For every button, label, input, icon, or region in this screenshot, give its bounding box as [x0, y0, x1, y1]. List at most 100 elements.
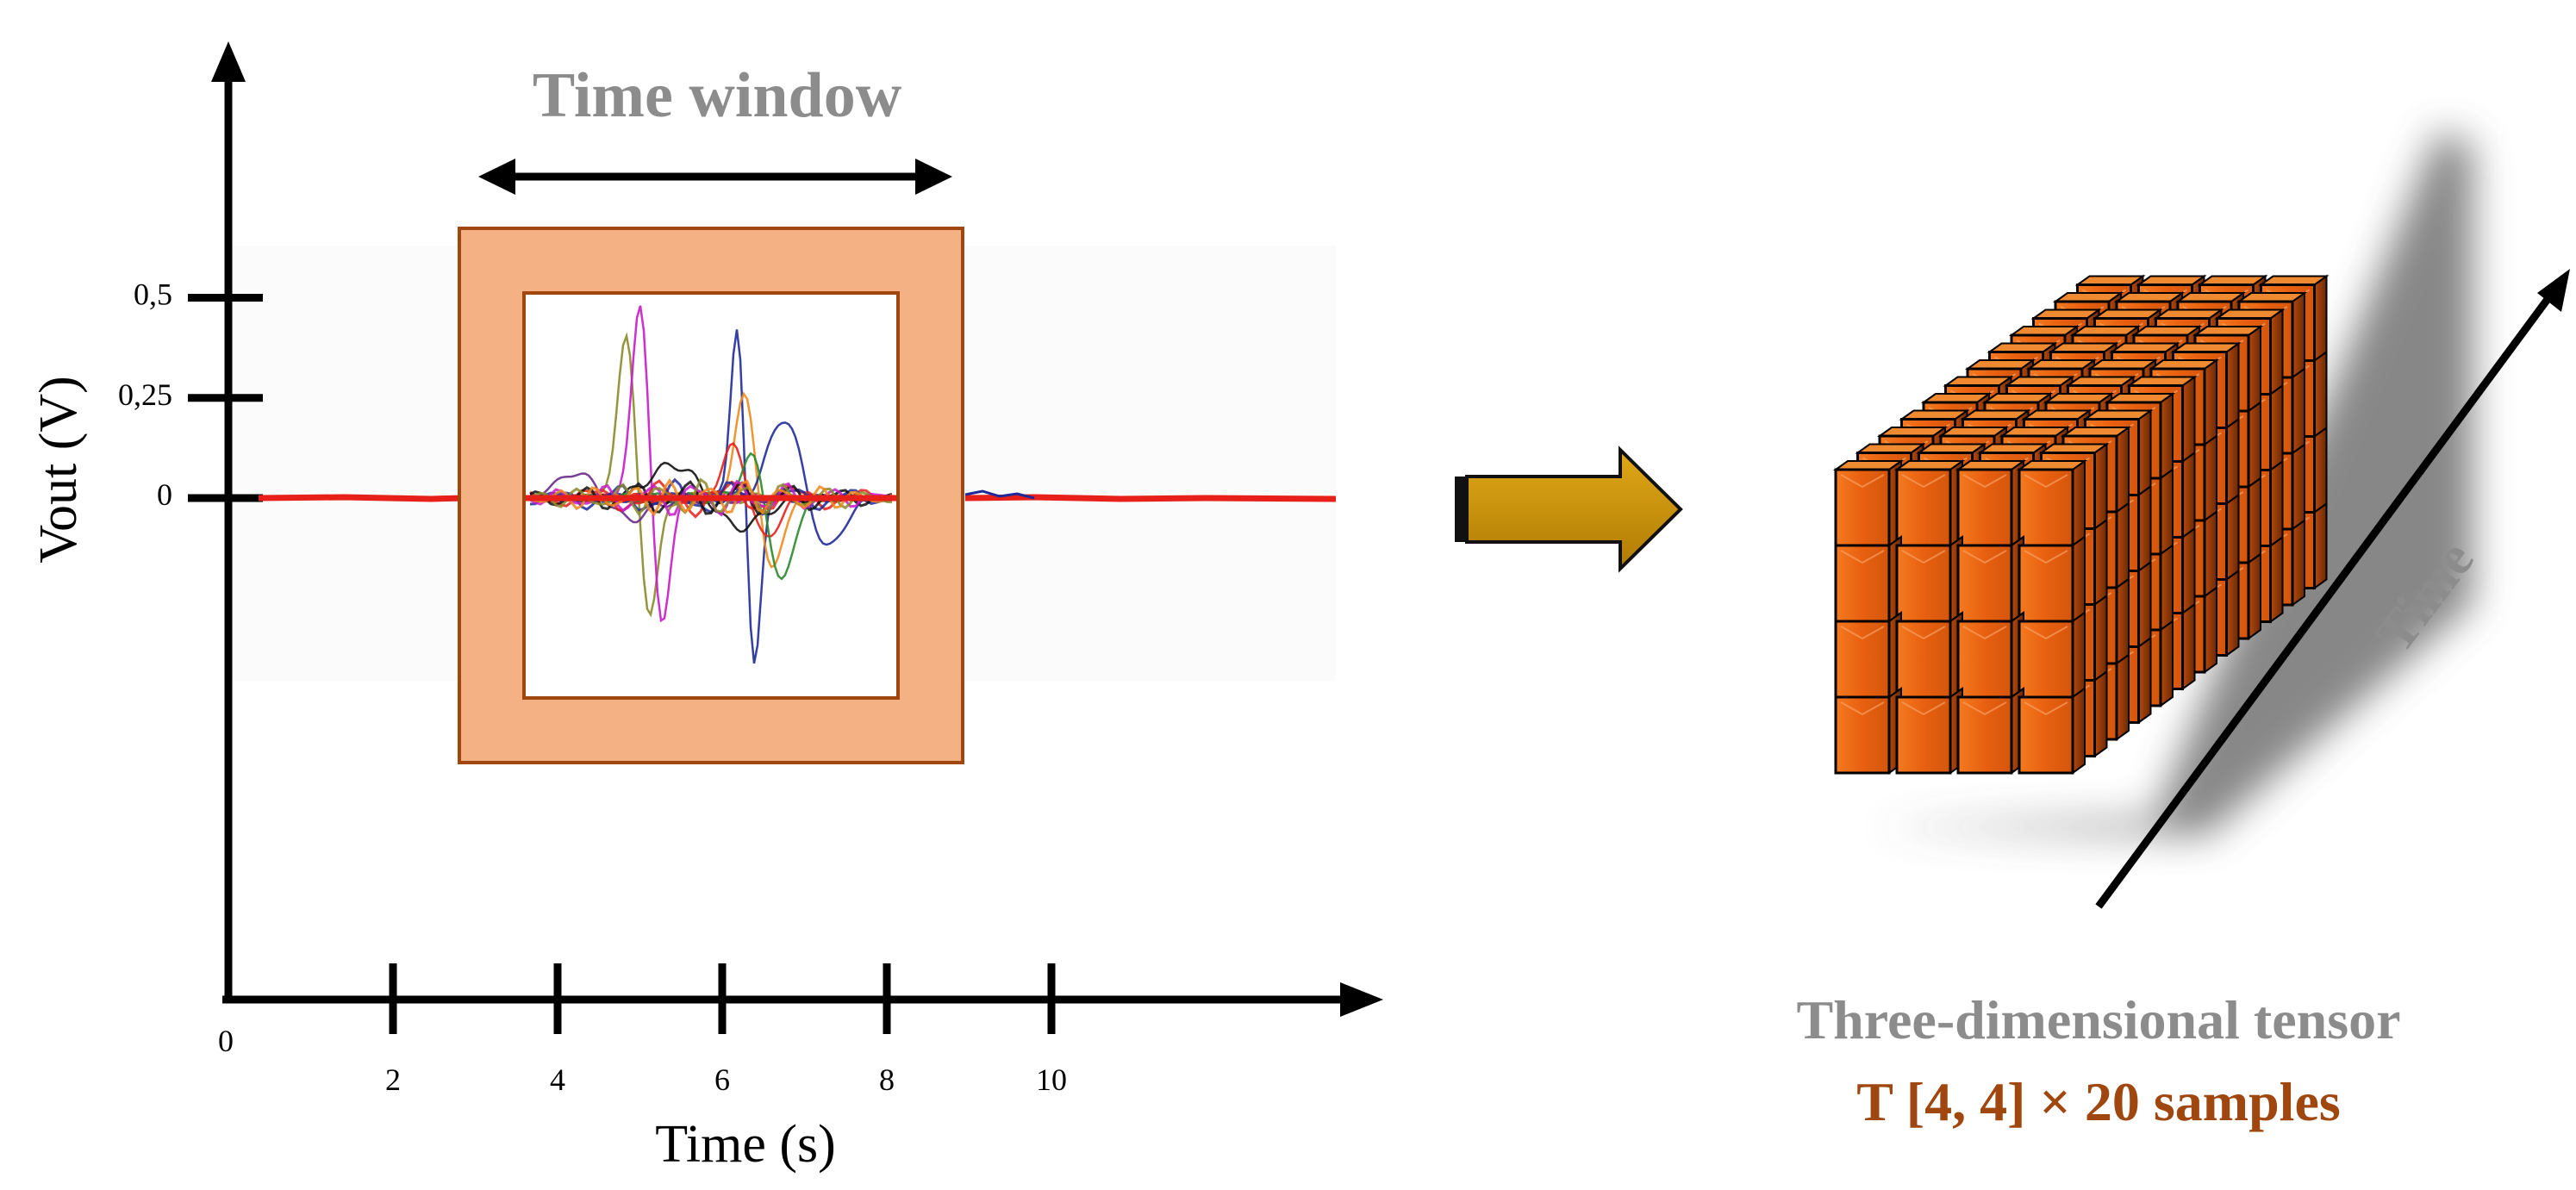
- tensor-cell-side: [2160, 544, 2174, 632]
- signal-baseline: [258, 494, 1337, 502]
- tensor-cell-side: [2204, 358, 2217, 446]
- tensor-cell-side: [2225, 569, 2240, 657]
- tensor-cell-side: [2313, 274, 2328, 363]
- connector-arrow-tail: [1455, 477, 1467, 542]
- time-window-arrowhead-right: [915, 159, 952, 195]
- time-window-label: Time window: [533, 60, 902, 131]
- tensor-cell-side: [2181, 526, 2196, 615]
- x-tick-label: 8: [879, 1062, 895, 1097]
- tensor-cell-side: [2093, 518, 2108, 607]
- tensor-cell: [1834, 620, 1891, 699]
- tensor-cubes: [1832, 274, 2330, 775]
- tensor-cell-side: [2072, 535, 2086, 623]
- tensor-cell: [1895, 695, 1952, 775]
- tensor-cell: [2018, 468, 2074, 547]
- connector-arrow: [1455, 445, 1683, 573]
- tensor-cell: [1895, 468, 1952, 547]
- tensor-caption-line1: Three-dimensional tensor: [1796, 989, 2400, 1050]
- y-tick-label: 0,25: [118, 377, 172, 412]
- tensor-cell-side: [2225, 341, 2240, 430]
- tensor-cell-side: [2313, 426, 2328, 514]
- tensor-cell: [1834, 468, 1891, 547]
- tensor-caption-line2: T [4, 4] × 20 samples: [1856, 1071, 2341, 1132]
- x-tick-label: 0: [218, 1024, 234, 1058]
- y-tick-label: 0,5: [134, 277, 172, 312]
- tensor-visual: Time Three-dimensional tensor T [4, 4] ×…: [1796, 129, 2570, 1132]
- tensor-cell-side: [2116, 653, 2130, 741]
- tensor-cell-side: [2116, 426, 2130, 514]
- tensor-cell-side: [2204, 510, 2217, 598]
- tensor-cell-bevel: [1901, 626, 1946, 640]
- connector-arrow-body: [1465, 445, 1683, 573]
- signal-tail-noise: [964, 489, 1035, 500]
- tensor-cell-side: [2181, 451, 2196, 539]
- tensor-cell: [2018, 620, 2074, 699]
- tensor-cell-bevel: [2024, 701, 2068, 716]
- tensor-cell: [1834, 695, 1891, 775]
- x-axis-arrowhead: [1340, 982, 1383, 1017]
- tensor-cell: [2018, 544, 2074, 623]
- tensor-cell-bevel: [1901, 474, 1946, 489]
- y-tick-label: 0: [157, 477, 172, 512]
- tensor-cell-side: [2160, 468, 2174, 556]
- tensor-cell: [1956, 544, 2013, 623]
- tensor-cell-side: [2313, 350, 2328, 439]
- tensor-cell-side: [2072, 459, 2086, 547]
- tensor-cell: [1956, 620, 2013, 699]
- tensor-cell-side: [2292, 291, 2305, 379]
- tensor-cell-bevel: [2024, 550, 2068, 564]
- x-tick-label: 10: [1036, 1062, 1067, 1097]
- tensor-cell-side: [2072, 611, 2086, 699]
- tensor-cell-side: [2292, 367, 2305, 455]
- tensor-cell-side: [2292, 443, 2305, 531]
- tensor-cell-side: [2137, 408, 2152, 497]
- tensor-cell-side: [2204, 434, 2217, 522]
- tensor-cell-side: [2225, 417, 2240, 506]
- tensor-cell-side: [2137, 636, 2152, 725]
- tensor-cell-bevel: [1901, 550, 1946, 564]
- tensor-cell-side: [2225, 493, 2240, 582]
- tensor-cell-side: [2248, 325, 2261, 413]
- tensor-cell-side: [2181, 602, 2196, 691]
- tensor-cell-bevel: [1962, 701, 2007, 716]
- tensor-cell-bevel: [2024, 474, 2068, 489]
- tensor-cell: [1895, 620, 1952, 699]
- tensor-cell-side: [2204, 586, 2217, 674]
- tensor-cell-side: [2093, 442, 2108, 531]
- tensor-cell-side: [2248, 477, 2261, 564]
- tensor-cell-side: [2116, 577, 2130, 665]
- tensor-cell-side: [2248, 401, 2261, 489]
- tensor-cell-side: [2269, 383, 2284, 472]
- tensor-cell: [1834, 544, 1891, 623]
- time-axis-arrow: [2095, 286, 2559, 909]
- tensor-cell-bevel: [2024, 626, 2068, 640]
- tensor-cell: [1895, 544, 1952, 623]
- signal-trace: [529, 477, 893, 517]
- tensor-cell-bevel: [1840, 474, 1885, 489]
- tensor-cell-side: [2137, 484, 2152, 573]
- tensor-cell-side: [2093, 594, 2108, 682]
- tensor-cell-side: [2072, 687, 2086, 775]
- tensor-cell-bevel: [1840, 701, 1885, 716]
- tensor-cell-bevel: [1962, 474, 2007, 489]
- tensor-shadow: [1870, 129, 2473, 836]
- tensor-cell-side: [2313, 502, 2328, 590]
- tensor-cell: [1956, 468, 2013, 547]
- x-tick-label: 2: [385, 1062, 401, 1097]
- tensor-cell-bevel: [1901, 701, 1946, 716]
- tensor-cell-side: [2181, 375, 2196, 464]
- y-ticks: 0,5 0,25 0: [118, 277, 263, 512]
- tensor-cell-side: [2116, 502, 2130, 589]
- tensor-cell-side: [2160, 392, 2174, 480]
- y-axis-label: Vout (V): [29, 376, 88, 564]
- tensor-cell: [2018, 695, 2074, 775]
- time-axis-arrowhead: [2537, 269, 2570, 312]
- tensor-cell-side: [2292, 519, 2305, 607]
- signal-traces: [526, 305, 896, 664]
- tensor-cell-bevel: [1962, 550, 2007, 564]
- tensor-cell-side: [2269, 535, 2284, 624]
- time-window-arrowhead-left: [478, 159, 515, 195]
